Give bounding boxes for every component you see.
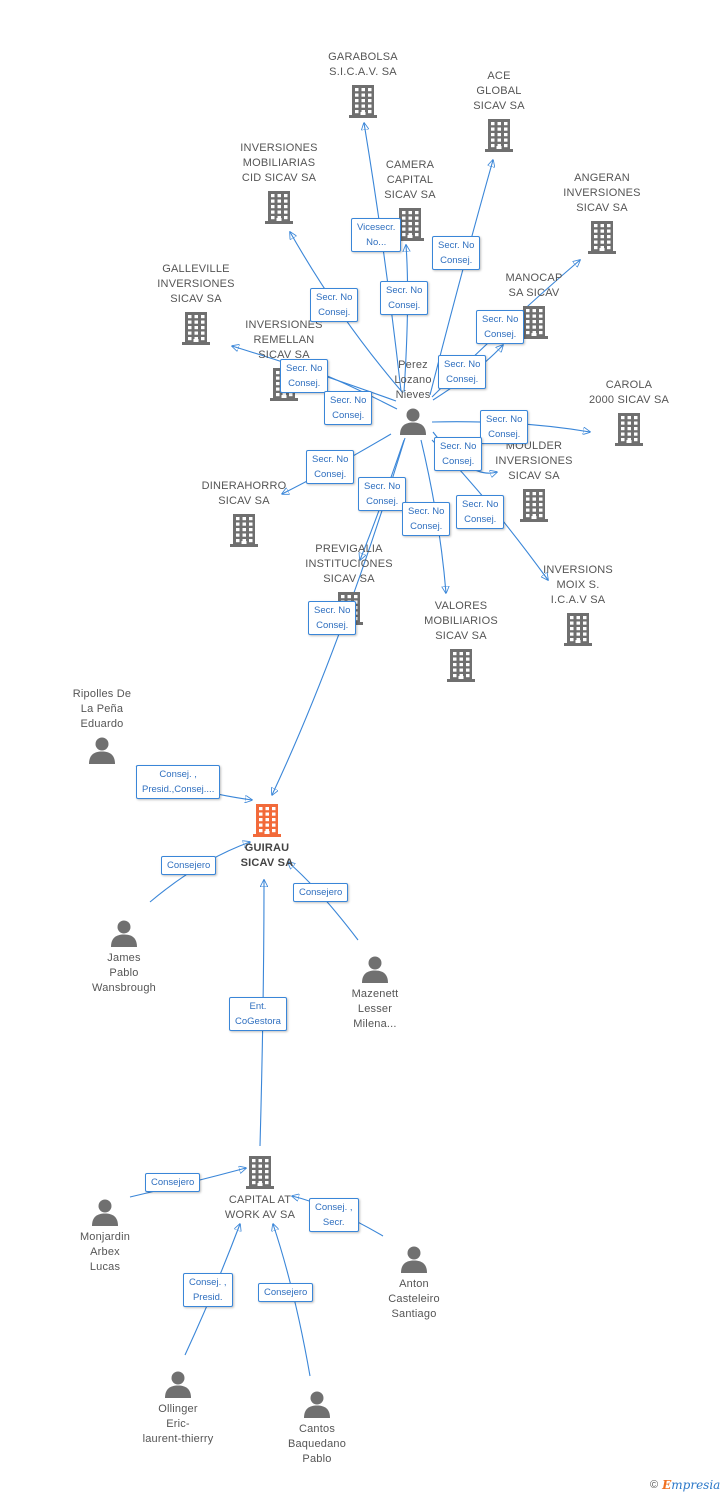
person-icon [361, 955, 389, 983]
person-node-mazenett[interactable]: Mazenett Lesser Milena... [310, 955, 440, 1032]
company-node-guirau[interactable]: GUIRAU SICAV SA [202, 803, 332, 871]
person-icon [303, 1390, 331, 1418]
building-icon [564, 612, 592, 646]
edge-label-capital-guirau[interactable]: Ent. CoGestora [229, 997, 287, 1031]
node-label: CAMERA CAPITAL SICAV SA [384, 159, 436, 201]
building-icon [252, 803, 282, 837]
edge-label-perez-guirau[interactable]: Secr. No Consej. [308, 601, 357, 635]
edge-label-perez-angeran[interactable]: Secr. No Consej. [476, 310, 525, 344]
person-icon [164, 1370, 192, 1398]
node-label: CAROLA 2000 SICAV SA [588, 379, 670, 406]
company-node-garabolsa[interactable]: GARABOLSA S.I.C.A.V. SA [298, 50, 428, 118]
company-node-carola[interactable]: CAROLA 2000 SICAV SA [564, 378, 694, 446]
edge-label-perez-moulder[interactable]: Secr. No Consej. [434, 437, 483, 471]
edge-label-perez-remellan[interactable]: Secr. No Consej. [324, 391, 373, 425]
footer: © Empresia [650, 1478, 720, 1492]
person-node-ripolles[interactable]: Ripolles De La Peña Eduardo [37, 687, 167, 764]
node-label: ANGERAN INVERSIONES SICAV SA [563, 172, 641, 214]
node-label: Ripolles De La Peña Eduardo [72, 688, 132, 730]
edge-label-anton-capital[interactable]: Consej. , Secr. [309, 1198, 359, 1232]
company-node-dinerahorro[interactable]: DINERAHORRO SICAV SA [179, 479, 309, 547]
building-icon [520, 305, 548, 339]
logo-initial: E [662, 1478, 672, 1492]
edge-perez-ace [429, 160, 493, 396]
edge-label-perez-manocap[interactable]: Secr. No Consej. [438, 355, 487, 389]
edge-label-james-guirau[interactable]: Consejero [161, 856, 217, 875]
node-label: INVERSIONES MOBILIARIAS CID SICAV SA [240, 142, 318, 184]
node-label: MOULDER INVERSIONES SICAV SA [495, 440, 573, 482]
node-label: Monjardin Arbex Lucas [79, 1231, 131, 1273]
company-node-galleville[interactable]: GALLEVILLE INVERSIONES SICAV SA [131, 262, 261, 345]
edge-label-perez-dinerahorro[interactable]: Secr. No Consej. [306, 450, 355, 484]
edge-label-perez-previgalia[interactable]: Secr. No Consej. [358, 477, 407, 511]
copyright-symbol: © [650, 1479, 659, 1491]
edge-label-cantos-capital[interactable]: Consejero [258, 1283, 314, 1302]
empresia-logo[interactable]: Empresia [662, 1478, 720, 1492]
node-label: James Pablo Wansbrough [92, 952, 156, 994]
edge-label-perez-galleville[interactable]: Secr. No Consej. [280, 359, 329, 393]
company-node-moulder[interactable]: MOULDER INVERSIONES SICAV SA [469, 439, 599, 522]
node-label: GUIRAU SICAV SA [240, 842, 294, 869]
building-icon [265, 190, 293, 224]
company-node-angeran[interactable]: ANGERAN INVERSIONES SICAV SA [537, 171, 667, 254]
node-label: MANOCAP SA SICAV [505, 272, 563, 299]
person-node-perez[interactable]: Perez Lozano Nieves [348, 358, 478, 435]
company-node-ace[interactable]: ACE GLOBAL SICAV SA [434, 69, 564, 152]
building-icon [520, 488, 548, 522]
node-label: PREVIGALIA INSTITUCIONES SICAV SA [305, 543, 393, 585]
node-label: Ollinger Eric- laurent-thierry [142, 1403, 214, 1445]
building-icon [230, 513, 258, 547]
person-node-monjardin[interactable]: Monjardin Arbex Lucas [40, 1198, 170, 1275]
node-label: VALORES MOBILIARIOS SICAV SA [424, 600, 498, 642]
node-label: Mazenett Lesser Milena... [351, 988, 399, 1030]
edge-label-perez-carola[interactable]: Secr. No Consej. [480, 410, 529, 444]
company-node-camera[interactable]: CAMERA CAPITAL SICAV SA [345, 158, 475, 241]
edge-label-perez-ace[interactable]: Secr. No Consej. [432, 236, 481, 270]
node-label: CAPITAL AT WORK AV SA [224, 1194, 296, 1221]
company-node-manocap[interactable]: MANOCAP SA SICAV [469, 271, 599, 339]
building-icon [349, 84, 377, 118]
node-label: Cantos Baquedano Pablo [287, 1423, 347, 1465]
person-icon [400, 1245, 428, 1273]
edge-label-ripolles-guirau[interactable]: Consej. , Presid.,Consej.... [136, 765, 221, 799]
person-node-cantos[interactable]: Cantos Baquedano Pablo [252, 1390, 382, 1467]
person-node-james[interactable]: James Pablo Wansbrough [59, 919, 189, 996]
node-label: DINERAHORRO SICAV SA [201, 480, 287, 507]
company-node-valores[interactable]: VALORES MOBILIARIOS SICAV SA [396, 599, 526, 682]
building-icon [485, 118, 513, 152]
node-label: ACE GLOBAL SICAV SA [473, 70, 525, 112]
node-label: GALLEVILLE INVERSIONES SICAV SA [157, 263, 235, 305]
node-label: Perez Lozano Nieves [394, 359, 432, 401]
building-icon [396, 207, 424, 241]
person-icon [88, 736, 116, 764]
edge-label-perez-moix[interactable]: Secr. No Consej. [456, 495, 505, 529]
person-icon [399, 407, 427, 435]
logo-text: mpresia [671, 1478, 721, 1492]
edge-label-monjardin-capital[interactable]: Consejero [145, 1173, 201, 1192]
building-icon [615, 412, 643, 446]
edge-perez-garabolsa [364, 123, 402, 392]
node-label: Anton Casteleiro Santiago [388, 1278, 440, 1320]
person-icon [91, 1198, 119, 1226]
node-label: INVERSIONS MOIX S. I.C.A.V SA [543, 564, 613, 606]
company-node-moix[interactable]: INVERSIONS MOIX S. I.C.A.V SA [513, 563, 643, 646]
edge-label-ollinger-capital[interactable]: Consej. , Presid. [183, 1273, 233, 1307]
edge-label-perez-valores[interactable]: Secr. No Consej. [402, 502, 451, 536]
node-label: GARABOLSA S.I.C.A.V. SA [328, 51, 398, 78]
building-icon [182, 311, 210, 345]
person-node-ollinger[interactable]: Ollinger Eric- laurent-thierry [113, 1370, 243, 1447]
building-icon [588, 220, 616, 254]
person-icon [110, 919, 138, 947]
person-node-anton[interactable]: Anton Casteleiro Santiago [349, 1245, 479, 1322]
company-node-inv_mob_cid[interactable]: INVERSIONES MOBILIARIAS CID SICAV SA [214, 141, 344, 224]
building-icon [246, 1155, 274, 1189]
edge-label-perez-camera[interactable]: Secr. No Consej. [380, 281, 429, 315]
edge-label-mazenett-guirau[interactable]: Consejero [293, 883, 349, 902]
edge-label-perez-garabolsa[interactable]: Vicesecr. No... [351, 218, 402, 252]
building-icon [447, 648, 475, 682]
node-label: INVERSIONES REMELLAN SICAV SA [245, 319, 323, 361]
company-node-capital[interactable]: CAPITAL AT WORK AV SA [195, 1155, 325, 1223]
edge-label-perez-inv_mob_cid[interactable]: Secr. No Consej. [310, 288, 359, 322]
